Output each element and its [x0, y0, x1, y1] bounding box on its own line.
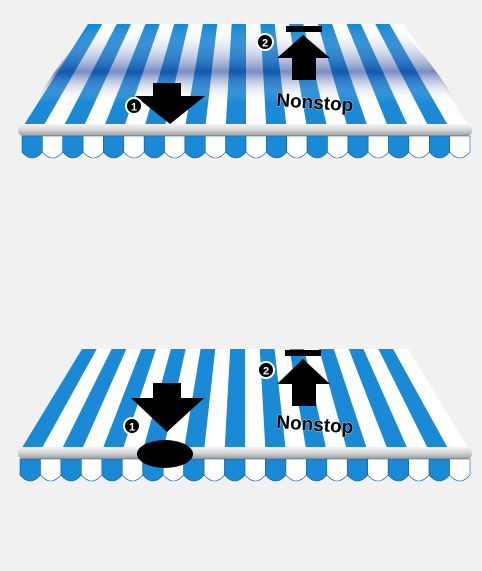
valance-scallop: [266, 136, 286, 158]
valance-scallop: [450, 459, 470, 481]
valance-scallop: [368, 136, 388, 158]
valance-scallop: [22, 136, 42, 158]
valance-scallop: [409, 136, 429, 158]
valance-scallop: [185, 136, 205, 158]
valance-scallop: [204, 459, 224, 481]
marker-2: 2: [258, 362, 274, 378]
marker-1-number: 1: [131, 102, 137, 114]
valance-scallop: [327, 136, 347, 158]
valance-scallop: [347, 459, 367, 481]
valance-scallop: [63, 136, 83, 158]
valance-scallop: [103, 136, 123, 158]
obstacle: [137, 440, 193, 468]
valance-scallop: [368, 459, 388, 481]
roller-rail: [18, 447, 472, 459]
valance-scallop: [409, 459, 429, 481]
valance-scallop: [102, 459, 122, 481]
valance-scallop: [225, 459, 245, 481]
marker-2: 2: [257, 34, 273, 50]
valance-scallop: [246, 136, 266, 158]
valance-scallop: [226, 136, 246, 158]
valance-scallop: [205, 136, 225, 158]
canopy: [20, 349, 470, 451]
valance-scallop: [122, 459, 142, 481]
canopy-shading: [22, 26, 472, 128]
valance-scallop: [61, 459, 81, 481]
valance-scallop: [429, 459, 449, 481]
valance-scallop: [165, 136, 185, 158]
awning-bottom: 1 2 Nonstop: [18, 349, 472, 481]
awning-top: 1 2 Nonstop: [18, 24, 472, 158]
valance-scallop: [389, 136, 409, 158]
valance-scallop: [265, 459, 285, 481]
valance-scallop: [307, 136, 327, 158]
marker-1-number: 1: [129, 422, 135, 434]
marker-2-number: 2: [262, 38, 268, 50]
valance-scallop: [245, 459, 265, 481]
marker-2-number: 2: [263, 366, 269, 378]
valance-scallop: [327, 459, 347, 481]
valance: [20, 459, 470, 481]
valance-scallop: [429, 136, 449, 158]
valance-scallop: [286, 459, 306, 481]
valance-scallop: [287, 136, 307, 158]
valance-scallop: [348, 136, 368, 158]
valance-scallop: [306, 459, 326, 481]
roller-rail: [18, 124, 472, 136]
valance-scallop: [450, 136, 470, 158]
valance-scallop: [83, 136, 103, 158]
valance: [22, 136, 470, 158]
valance-scallop: [144, 136, 164, 158]
valance-scallop: [388, 459, 408, 481]
valance-scallop: [124, 136, 144, 158]
marker-1: 1: [124, 418, 140, 434]
valance-scallop: [40, 459, 60, 481]
valance-scallop: [42, 136, 62, 158]
valance-scallop: [81, 459, 101, 481]
marker-1: 1: [126, 98, 142, 114]
valance-scallop: [20, 459, 40, 481]
